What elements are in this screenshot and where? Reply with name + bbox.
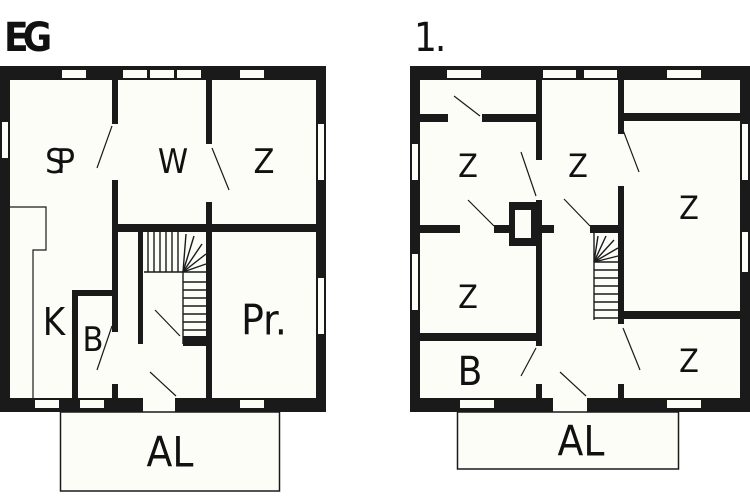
- room-label-living: SP: [45, 142, 75, 182]
- balcony-label-ground: AL: [146, 427, 194, 477]
- room-label-bed-3: Z: [679, 189, 699, 227]
- room-label-bed-1: Z: [458, 147, 478, 185]
- room-label-office: Pr.: [241, 295, 287, 345]
- balcony-label-first: AL: [557, 416, 605, 466]
- room-label-bath-first: B: [457, 349, 483, 395]
- room-label-z: Z: [253, 142, 275, 182]
- first-floor-title: 1.: [414, 15, 446, 61]
- ground-floor-title: EG: [4, 15, 52, 61]
- room-label-kitchen: K: [42, 300, 66, 344]
- room-label-w: W: [157, 142, 188, 182]
- room-label-bed-2: Z: [568, 147, 588, 185]
- room-label-bed-4: Z: [458, 278, 478, 316]
- room-label-bed-5: Z: [679, 342, 699, 380]
- room-label-bath: B: [82, 320, 104, 360]
